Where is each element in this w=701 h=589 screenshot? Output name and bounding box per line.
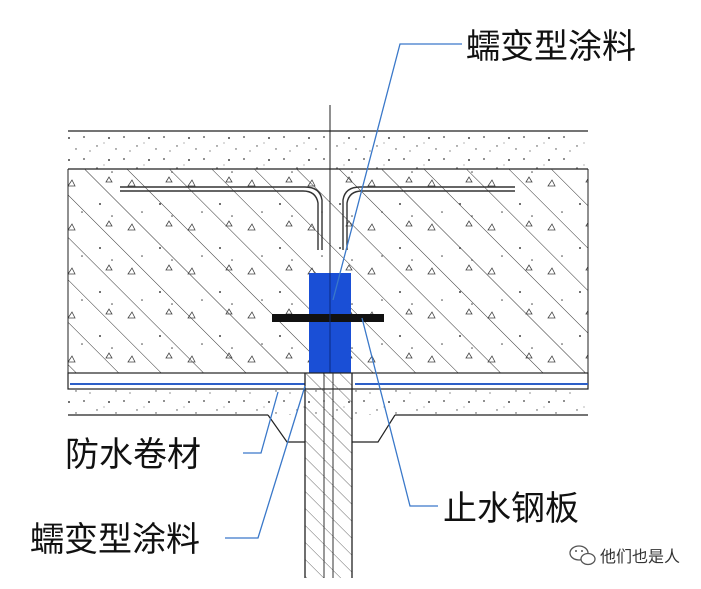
leader-lines [225, 43, 462, 539]
leader-membrane [243, 391, 279, 454]
leader-water-stop [361, 317, 438, 507]
concrete-slab [67, 169, 589, 389]
watermark-text: 他们也是人 [600, 547, 680, 566]
lower-wall [304, 373, 353, 578]
label-water-stop: 止水钢板 [443, 489, 579, 529]
label-bottom-coating: 蠕变型涂料 [30, 520, 200, 560]
label-top-coating: 蠕变型涂料 [466, 27, 636, 67]
leader-top-coating [332, 43, 462, 301]
wechat-icon [569, 545, 596, 566]
watermark: 他们也是人 [569, 545, 680, 566]
label-membrane: 防水卷材 [65, 435, 201, 475]
top-screed-layer [68, 130, 588, 170]
water-stop-plate [272, 273, 384, 373]
leader-bottom-coating [225, 385, 306, 539]
